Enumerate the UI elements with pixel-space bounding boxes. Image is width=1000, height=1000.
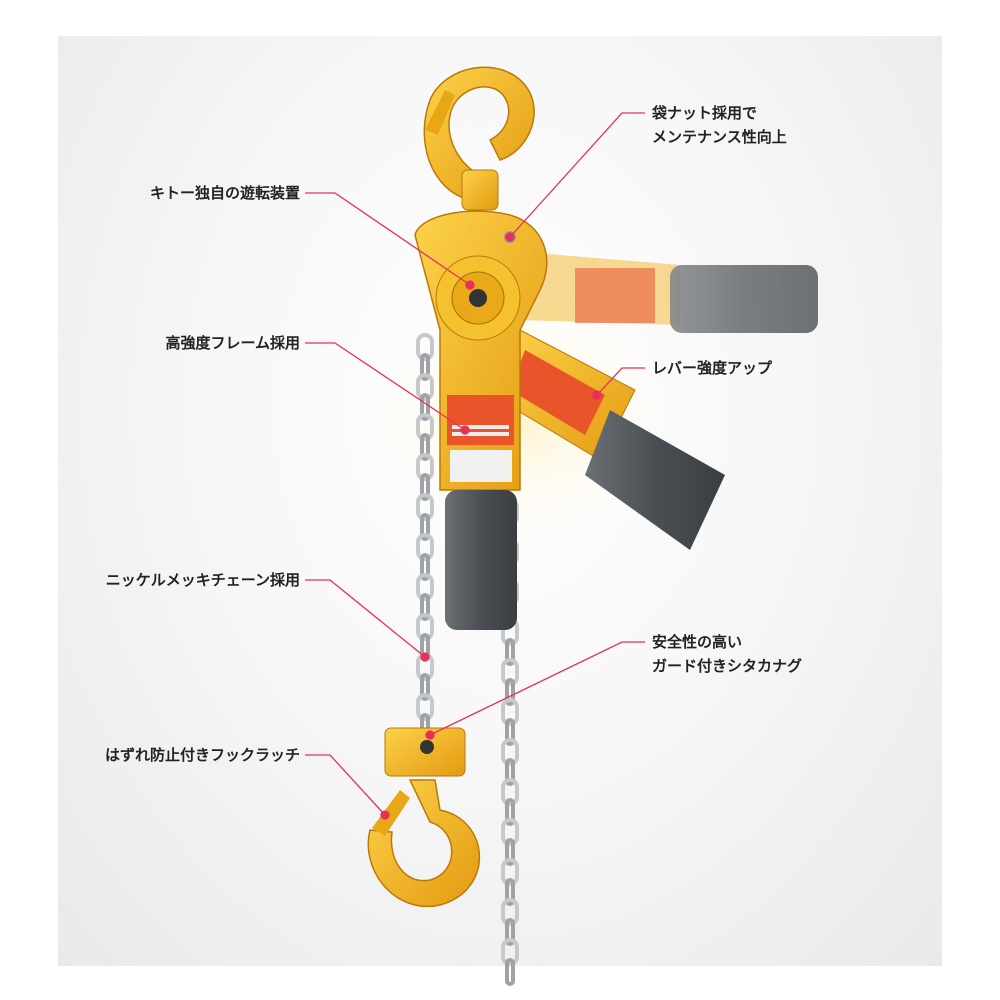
label-cap-nut-line1: 袋ナット採用で (652, 104, 758, 122)
label-frame-leader-dot (460, 425, 470, 435)
label-cap-nut-leader-line (509, 112, 645, 238)
chain-link (420, 473, 430, 501)
chain-link (420, 353, 430, 381)
chain-link (505, 718, 515, 746)
chain-link (505, 798, 515, 826)
chain-link (501, 698, 519, 726)
chain-link (416, 413, 434, 441)
chain-link (420, 513, 430, 541)
chain-link (505, 638, 515, 666)
label-chain-leader-dot (420, 652, 430, 662)
chain-link (416, 613, 434, 641)
lever-lower-position (499, 329, 725, 550)
label-chain: ニッケルメッキチェーン採用 (105, 571, 300, 589)
chain-link (416, 573, 434, 601)
hoist-body (414, 210, 548, 491)
top-hook (423, 66, 535, 211)
lever-grip (445, 490, 517, 630)
chain-link (416, 373, 434, 401)
chain-link (501, 818, 519, 846)
label-latch: はずれ防止付きフックラッチ (104, 746, 300, 764)
chain-link (416, 533, 434, 561)
chain-link (416, 453, 434, 481)
chain-link (501, 938, 519, 966)
chain-link (501, 858, 519, 886)
chain-link (420, 593, 430, 621)
label-frame: 高強度フレーム採用 (165, 334, 300, 352)
label-bottom-hook-line1: 安全性の高い (652, 633, 743, 651)
label-bottom-hook-line2: ガード付きシタカナグ (652, 657, 803, 675)
label-cap-nut-line2: メンテナンス性向上 (652, 128, 787, 146)
label-lever-leader-dot (592, 390, 602, 400)
chain-link (505, 878, 515, 906)
label-free-chain: キトー独自の遊転装置 (149, 184, 300, 202)
chain-link (505, 838, 515, 866)
label-cap-nut: 袋ナット採用で メンテナンス性向上 (652, 101, 787, 149)
chain-link (416, 693, 434, 721)
chain-link (505, 958, 515, 986)
chain-link (501, 738, 519, 766)
label-bottom-hook-leader-line (429, 641, 645, 736)
label-cap-nut-leader-dot (505, 232, 515, 242)
lever-upper-position (500, 250, 818, 333)
label-lever-leader-line (596, 367, 645, 396)
chain-link (501, 778, 519, 806)
chain-link (416, 493, 434, 521)
chain-link (416, 333, 434, 361)
label-bottom-hook-leader-dot (425, 730, 435, 740)
label-free-chain-leader-line (305, 192, 471, 286)
label-free-chain-leader-dot (465, 280, 475, 290)
chain-link (420, 553, 430, 581)
chain-link (505, 918, 515, 946)
bottom-hook (367, 727, 481, 908)
label-latch-leader-line (305, 754, 386, 816)
label-chain-leader-line (305, 579, 426, 658)
chain-link (501, 898, 519, 926)
chain-link (420, 393, 430, 421)
label-bottom-hook: 安全性の高い ガード付きシタカナグ (652, 630, 802, 678)
chain-link (420, 673, 430, 701)
chain-link (420, 433, 430, 461)
chain-link (505, 678, 515, 706)
label-latch-leader-dot (380, 810, 390, 820)
chain-link (501, 658, 519, 686)
label-lever: レバー強度アップ (652, 359, 773, 377)
label-frame-leader-line (305, 342, 466, 431)
chain-link (505, 758, 515, 786)
